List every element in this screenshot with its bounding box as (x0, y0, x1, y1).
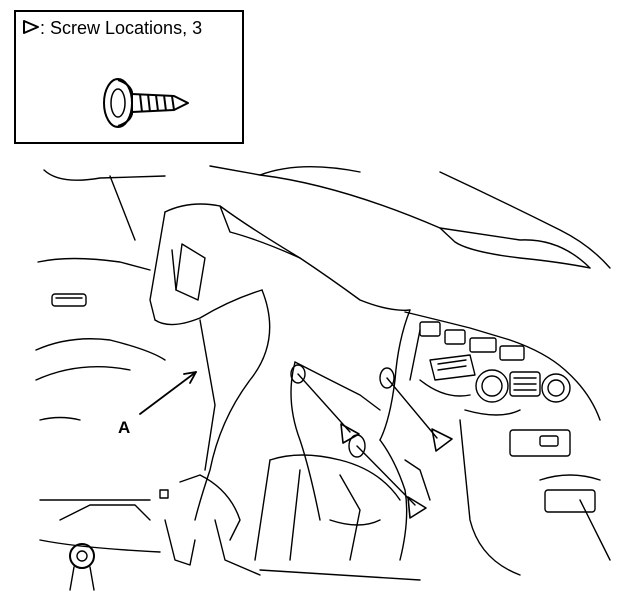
legend-label: : Screw Locations, 3 (40, 18, 203, 38)
upper-dash-outline (43, 165, 611, 269)
column-cover (149, 203, 411, 576)
screw-triangle-3 (407, 496, 427, 519)
gauge-hood (35, 257, 169, 553)
legend-box: : Screw Locations, 3 (14, 10, 244, 144)
screw-icon (103, 78, 189, 128)
callout-label-a: A (118, 418, 131, 437)
triangle-marker-icon (23, 20, 39, 34)
screw-triangle-1 (340, 423, 360, 444)
bolt-icon (69, 543, 95, 591)
callout-arrow-a (139, 371, 197, 415)
lower-column (254, 439, 431, 581)
screw-hole-2 (379, 367, 395, 389)
screw-triangle-2 (431, 428, 453, 452)
screw-markers (290, 364, 453, 519)
legend-line: : Screw Locations, 3 (22, 18, 202, 39)
center-console (404, 311, 611, 576)
screw-hole-1 (290, 364, 306, 384)
